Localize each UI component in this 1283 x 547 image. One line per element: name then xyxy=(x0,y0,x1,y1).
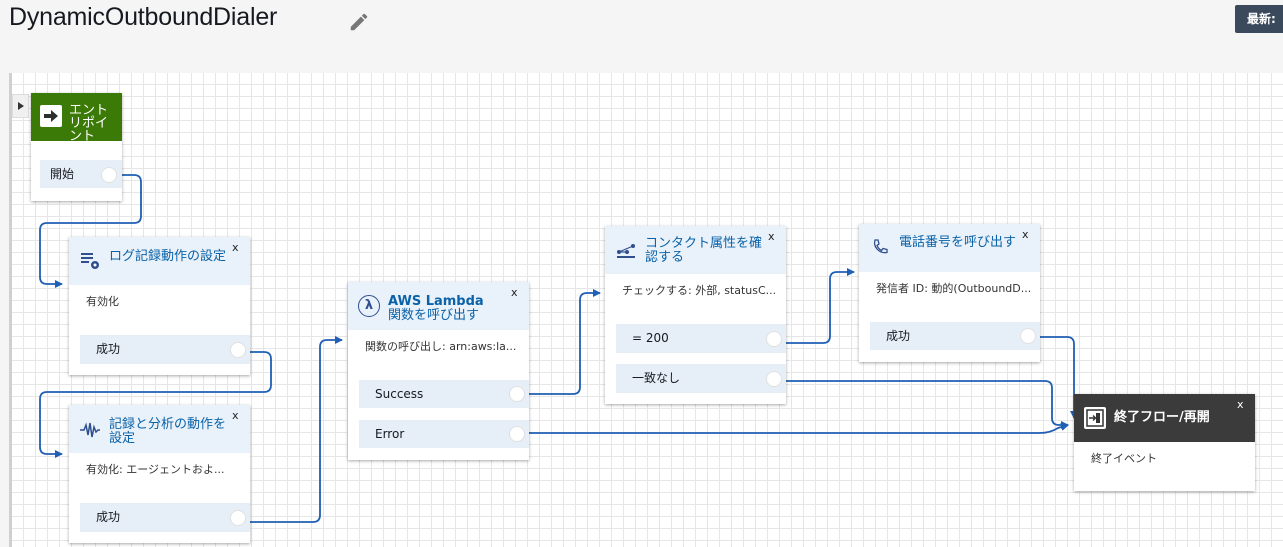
panel-expand-toggle[interactable] xyxy=(12,94,29,118)
end-flow-icon xyxy=(1084,407,1106,429)
wire-analytics-to-lambda xyxy=(248,336,343,523)
logging-branch-success: 成功 xyxy=(80,335,250,364)
analytics-description: 有効化: エージェントおよ... xyxy=(86,463,225,476)
arrow-right-icon xyxy=(40,105,62,127)
end-flow-block[interactable]: 終了フロー/再開 x 終了イベント xyxy=(1074,394,1255,491)
analytics-title-line2: 設定 xyxy=(109,431,136,446)
lambda-title-line1: AWS Lambda xyxy=(388,294,484,309)
logging-block[interactable]: ログ記録動作の設定 x 有効化 成功 xyxy=(69,237,250,375)
wire-call-to-end xyxy=(1040,336,1078,419)
logging-close-button[interactable]: x xyxy=(232,241,239,254)
analytics-branch-label: 成功 xyxy=(96,510,121,524)
analytics-success-port[interactable] xyxy=(230,510,246,526)
check-nomatch-port[interactable] xyxy=(766,371,782,387)
lambda-block[interactable]: λ AWS Lambda 関数を呼び出す x 関数の呼び出し: arn:aws:… xyxy=(348,282,529,460)
log-settings-icon xyxy=(79,249,101,271)
check-branch-nomatch: 一致なし xyxy=(616,364,786,393)
entry-start-port[interactable] xyxy=(101,167,117,183)
check-attributes-block[interactable]: コンタクト属性を確 認する x チェックする: 外部, statusC... =… xyxy=(605,226,786,404)
check-200-port[interactable] xyxy=(766,331,782,347)
lambda-branch-error-label: Error xyxy=(375,427,405,441)
wire-entry-to-logging xyxy=(39,174,142,288)
lambda-title: AWS Lambda 関数を呼び出す xyxy=(388,295,484,323)
wire-nomatch-to-end xyxy=(785,380,1069,429)
wire-error-to-end xyxy=(526,423,1069,434)
analytics-title: 記録と分析の動作を 設定 xyxy=(109,418,226,446)
analytics-block[interactable]: 記録と分析の動作を 設定 x 有効化: エージェントおよ... 成功 xyxy=(69,405,250,543)
check-branch-200: = 200 xyxy=(616,324,786,353)
lambda-branch-success-label: Success xyxy=(375,387,424,401)
call-phone-close-button[interactable]: x xyxy=(1022,228,1029,241)
entry-branch-label: 開始 xyxy=(50,167,75,181)
call-phone-block[interactable]: 電話番号を呼び出す x 発信者 ID: 動的(OutboundD... 成功 xyxy=(859,224,1040,362)
analytics-close-button[interactable]: x xyxy=(232,409,239,422)
call-phone-description: 発信者 ID: 動的(OutboundD... xyxy=(876,282,1032,295)
end-flow-description: 終了イベント xyxy=(1091,452,1157,465)
lambda-title-line2: 関数を呼び出す xyxy=(388,308,480,323)
wire-logging-to-analytics xyxy=(39,351,272,458)
analytics-header xyxy=(69,405,250,453)
logging-title: ログ記録動作の設定 xyxy=(109,249,227,264)
analytics-branch-success: 成功 xyxy=(80,503,250,532)
entry-point-block[interactable]: エントリポイント 開始 xyxy=(31,93,122,201)
lambda-error-port[interactable] xyxy=(509,426,525,442)
latest-version-button[interactable]: 最新: xyxy=(1235,5,1283,33)
phone-icon xyxy=(869,236,891,258)
flow-title: DynamicOutboundDialer xyxy=(9,3,278,31)
wire-success-to-check xyxy=(526,289,601,395)
lambda-icon: λ xyxy=(358,295,380,317)
end-flow-close-button[interactable]: x xyxy=(1237,398,1244,411)
call-branch-label: 成功 xyxy=(886,329,911,343)
check-attributes-title: コンタクト属性を確 認する xyxy=(645,237,762,265)
call-phone-title: 電話番号を呼び出す xyxy=(899,235,1017,250)
lambda-success-port[interactable] xyxy=(509,386,525,402)
logging-description: 有効化 xyxy=(86,295,119,308)
lambda-description: 関数の呼び出し: arn:aws:la... xyxy=(365,340,517,353)
check-attributes-description: チェックする: 外部, statusC... xyxy=(622,284,777,297)
check-branch-200-label: = 200 xyxy=(632,331,669,345)
logging-header xyxy=(69,237,250,285)
pencil-icon[interactable] xyxy=(348,11,370,33)
lambda-branch-error: Error xyxy=(359,420,529,448)
call-branch-success: 成功 xyxy=(870,322,1040,350)
analytics-title-line1: 記録と分析の動作を xyxy=(109,417,227,432)
end-flow-title: 終了フロー/再開 xyxy=(1114,410,1210,425)
check-attributes-close-button[interactable]: x xyxy=(768,230,775,243)
logging-success-port[interactable] xyxy=(230,342,246,358)
check-attributes-title-line1: コンタクト属性を確 xyxy=(645,236,763,251)
call-phone-header xyxy=(859,224,1040,272)
check-attributes-title-line2: 認する xyxy=(645,250,685,265)
branch-icon xyxy=(615,240,637,262)
check-attributes-header xyxy=(605,226,786,274)
call-success-port[interactable] xyxy=(1020,328,1036,344)
entry-point-title: エントリポイント xyxy=(69,103,109,141)
lambda-close-button[interactable]: x xyxy=(511,286,518,299)
wire-200-to-call xyxy=(785,268,855,344)
check-branch-nomatch-label: 一致なし xyxy=(632,371,681,385)
entry-point-header: エントリポイント xyxy=(31,93,122,141)
waveform-icon xyxy=(79,419,101,441)
lambda-branch-success: Success xyxy=(359,380,529,408)
logging-branch-label: 成功 xyxy=(96,342,121,356)
